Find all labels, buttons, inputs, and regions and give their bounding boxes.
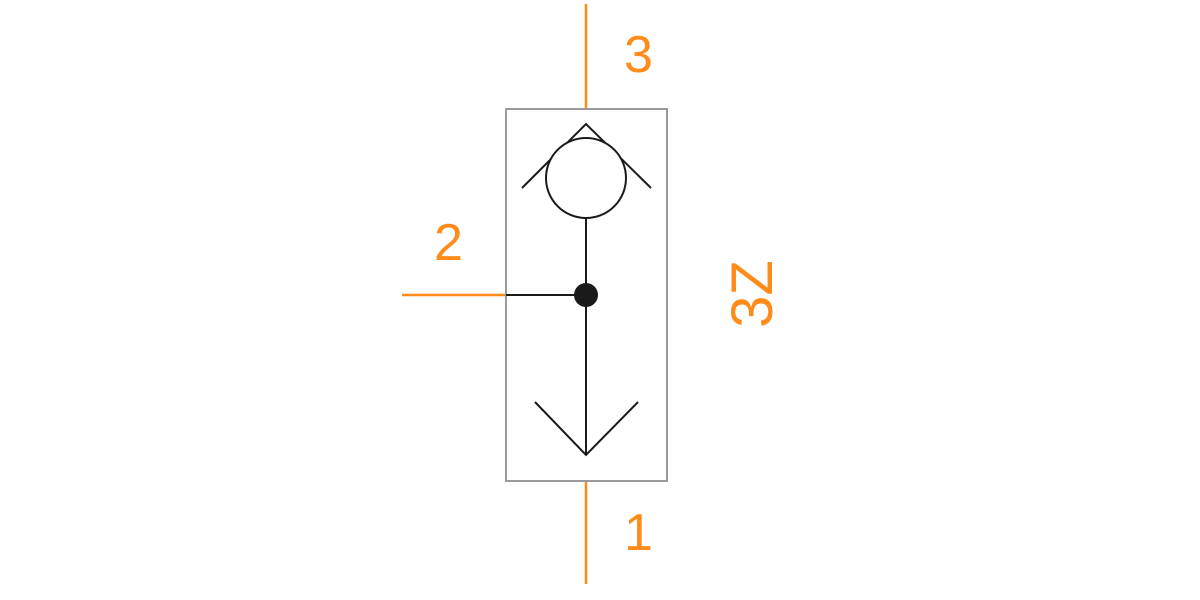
port-2-label: 2 xyxy=(434,214,463,272)
check-valve-seat xyxy=(521,122,652,189)
junction-dot xyxy=(574,283,598,307)
lower-check-seat xyxy=(534,401,639,457)
port-1-label: 1 xyxy=(624,504,653,562)
check-valve-ball xyxy=(545,137,627,219)
port-3-label: 3 xyxy=(624,26,653,84)
component-label: 3Z xyxy=(720,260,785,328)
